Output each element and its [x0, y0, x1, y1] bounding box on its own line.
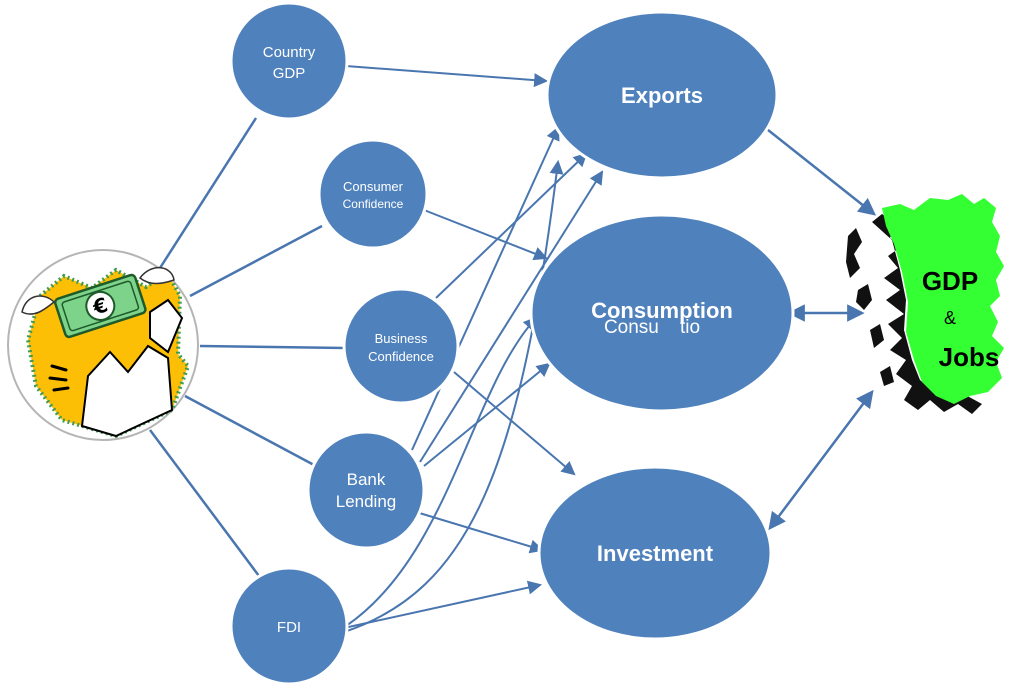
arrow-consumer-confidence-to-consumption [423, 209, 548, 261]
node-exports: Exports [545, 10, 779, 180]
connector-bank-lending [184, 394, 315, 467]
arrow-investment-map-two-way [768, 389, 874, 531]
country-gdp-label-line1: Country [263, 44, 316, 61]
bank-lending-label-line2: Lending [336, 492, 397, 511]
consumption-overlap-text: Consu tio [604, 317, 700, 338]
arrow-bank-lending-to-exports-2 [419, 170, 604, 463]
arrow-fdi-to-consumption [345, 316, 538, 627]
exports-label: Exports [621, 83, 703, 108]
investment-label: Investment [597, 541, 714, 566]
wing-left [21, 295, 56, 315]
connector-fdi [148, 429, 264, 581]
arrow-fdi-to-investment [343, 580, 543, 629]
arrow-gdp-to-exports [345, 65, 549, 88]
consumption-label: Consumption [591, 298, 733, 323]
map-jobs-label: Jobs [939, 342, 1000, 372]
bank-lending-label-line1: Bank [347, 470, 386, 489]
consumer-confidence-label-line1: Consumer [343, 179, 404, 194]
source-connectors [148, 117, 346, 581]
arrow-bank-lending-to-investment [415, 511, 545, 554]
arrow-business-confidence-to-exports [435, 152, 588, 299]
node-investment: Investment [537, 465, 773, 641]
map-ampersand-label: & [944, 308, 956, 328]
euro-hatching-egg-icon: € [7, 249, 199, 441]
egg-shell-fragment [149, 298, 184, 354]
arrow-bank-lending-to-exports [411, 126, 560, 451]
map-mainland [882, 194, 1004, 404]
node-consumption: Consu tio Consumption [529, 213, 795, 413]
wing-right [138, 267, 175, 285]
euro-symbol: € [89, 292, 111, 319]
country-gdp-label-line2: GDP [273, 65, 306, 82]
node-fdi: FDI [229, 566, 349, 683]
connector-country-gdp [158, 117, 258, 269]
business-confidence-label-line2: Confidence [368, 349, 434, 364]
consumer-confidence-label-line2: Confidence [343, 197, 404, 211]
connector-business-confidence [199, 344, 346, 350]
arrow-exports-to-map [762, 125, 877, 216]
arrow-bank-lending-to-consumption [423, 362, 551, 467]
fdi-label: FDI [277, 619, 301, 636]
scotland-map-icon: GDP & Jobs [846, 194, 1004, 414]
outcome-arrows [762, 125, 877, 531]
egg-crack [80, 344, 174, 438]
map-gdp-label: GDP [922, 266, 978, 296]
business-confidence-label-line1: Business [375, 331, 428, 346]
connector-consumer-confidence [189, 224, 323, 298]
euro-banknote: € [53, 273, 147, 339]
arrow-business-confidence-to-investment [453, 371, 576, 476]
motion-lines [48, 364, 70, 392]
map-west-islands [846, 228, 894, 386]
